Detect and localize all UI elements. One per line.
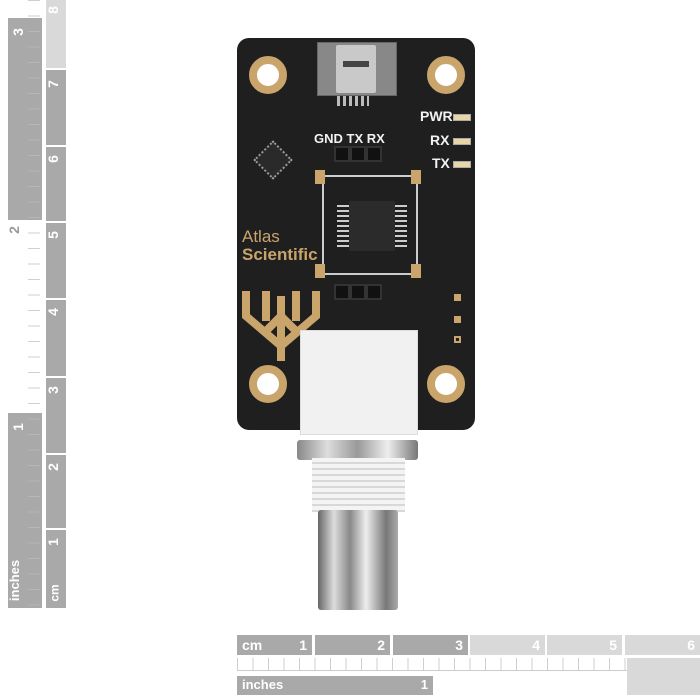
rx-led	[453, 138, 471, 145]
pwr-led	[453, 114, 471, 121]
cm-segment-4: 4	[470, 635, 545, 655]
cm-segment-5: 5	[547, 635, 622, 655]
cm-segment-7: 7	[45, 70, 66, 145]
uart-header[interactable]	[334, 146, 382, 162]
tick-baseline	[237, 670, 700, 671]
cm-segment-4: 4	[45, 300, 66, 376]
usb-pins	[337, 96, 369, 106]
isolation-outline	[322, 175, 418, 275]
cm-segment-6: 6	[45, 147, 66, 221]
inch-ticks	[237, 658, 700, 670]
usb-mini-port[interactable]	[317, 42, 397, 96]
isolator-chip	[349, 201, 395, 251]
cm-segment-2: 2	[45, 455, 66, 528]
test-pad	[454, 316, 461, 323]
test-pad	[454, 294, 461, 301]
mounting-hole	[249, 56, 287, 94]
test-pad	[454, 336, 461, 343]
cm-segment-3: 3	[45, 378, 66, 453]
pad	[315, 264, 325, 278]
inch-segment-2	[627, 658, 700, 695]
cm-segment-6: 6	[625, 635, 700, 655]
pwr-label: PWR	[420, 108, 453, 124]
pad	[411, 264, 421, 278]
mounting-hole	[427, 56, 465, 94]
tx-label: TX	[432, 155, 450, 171]
bnc-nut	[297, 440, 418, 460]
bnc-barrel	[318, 510, 398, 610]
inch-ticks	[28, 0, 40, 608]
cm-segment-8: 8	[45, 0, 66, 68]
atlas-logo-icon	[242, 291, 320, 361]
inch-mark-2: 2	[5, 226, 22, 234]
pad	[411, 170, 421, 184]
cm-segment-5: 5	[45, 223, 66, 298]
rx-label: RX	[430, 132, 450, 148]
pin-header[interactable]	[334, 284, 382, 300]
mounting-hole	[249, 365, 287, 403]
tx-led	[453, 161, 471, 168]
bnc-housing	[300, 330, 418, 435]
qfn-chip	[253, 140, 293, 180]
bnc-thread	[312, 458, 405, 512]
header-labels: GND TX RX	[314, 131, 385, 146]
brand-logo-text: Atlas Scientific	[242, 227, 318, 264]
pad	[315, 170, 325, 184]
cm-segment-2: 2	[315, 635, 390, 655]
cm-segment-1: 1 cm	[45, 530, 66, 608]
cm-segment-3: 3	[393, 635, 468, 655]
mounting-hole	[427, 365, 465, 403]
